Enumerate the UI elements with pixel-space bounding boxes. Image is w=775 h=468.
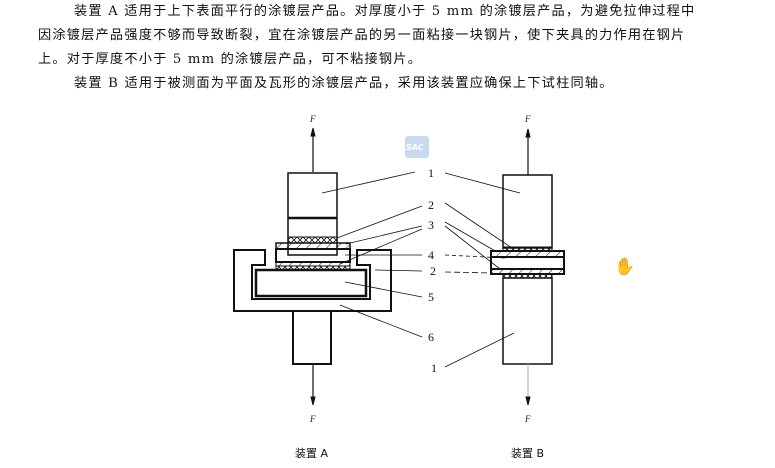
arrow-head-up-b — [525, 128, 531, 138]
coating-layer-bottom-b — [490, 268, 565, 275]
callout-4: 4 — [428, 248, 434, 262]
callout-2: 2 — [428, 198, 434, 212]
leader-4-b — [444, 254, 506, 259]
watermark-text: SAC — [406, 143, 424, 152]
leader-1-a — [321, 171, 416, 194]
leader-3a-a — [345, 225, 423, 245]
arrow-head-down-a — [310, 396, 316, 406]
paragraph-device-b: 装置 B 适用于被测面为平面及瓦形的涂镀层产品，采用该装置应确保上下试柱同轴。 — [74, 76, 614, 91]
leader-2b-b — [444, 271, 494, 274]
adhesive-layer-upper-a — [287, 236, 338, 244]
upper-column-b — [502, 174, 553, 249]
device-b — [490, 128, 565, 406]
leader-3b-a — [339, 228, 423, 265]
caption-device-b: 装置 B — [511, 447, 544, 460]
callout-1-lower: 1 — [431, 361, 437, 375]
callout-1: 1 — [428, 166, 434, 180]
arrow-head-down-b — [525, 396, 531, 406]
force-label-bottom-b: F — [524, 414, 531, 424]
caption-device-a: 装置 A — [295, 447, 328, 460]
leader-2-a — [336, 205, 423, 239]
watermark-badge — [405, 136, 429, 158]
clamp-fixture-a — [233, 249, 392, 312]
paragraph-device-a-line-3: 上。对于厚度不小于 5 mm 的涂镀层产品，可不粘接钢片。 — [38, 52, 423, 67]
steel-plate-a — [254, 268, 368, 298]
callout-3: 3 — [428, 218, 434, 232]
lower-column-b — [502, 277, 553, 365]
leader-1-b — [444, 172, 521, 194]
paragraph-device-a-line-1: 装置 A 适用于上下表面平行的涂镀层产品。对厚度小于 5 mm 的涂镀层产品，为… — [74, 4, 696, 19]
lower-column-a — [292, 310, 332, 365]
callout-6: 6 — [428, 330, 434, 344]
device-a — [233, 127, 392, 406]
callout-2-lower: 2 — [430, 264, 436, 278]
callout-5: 5 — [428, 290, 434, 304]
specimen-b — [490, 256, 565, 270]
coating-layer-bottom-a — [275, 261, 351, 267]
force-label-top-a: F — [309, 114, 316, 124]
leader-3b-b — [444, 225, 501, 270]
sac-watermark: SAC — [405, 136, 429, 158]
leader-1b-b — [444, 332, 515, 368]
leader-5-a — [344, 281, 423, 298]
leader-lines — [321, 171, 521, 368]
force-label-bottom-a: F — [309, 414, 316, 424]
paragraph-device-a-line-2: 因涂镀层产品强度不够而导致断裂，宜在涂镀层产品的另一面粘接一块钢片，使下夹具的力… — [38, 28, 686, 43]
force-label-top-b: F — [524, 114, 531, 124]
leader-2-b — [444, 202, 513, 249]
arrow-head-up-a — [310, 127, 316, 137]
leader-6-a — [339, 304, 423, 338]
leader-3a-b — [444, 221, 498, 253]
leader-2b-a — [374, 269, 423, 272]
upper-column-a — [287, 172, 338, 256]
hand-grab-icon: ✋ — [614, 257, 636, 277]
